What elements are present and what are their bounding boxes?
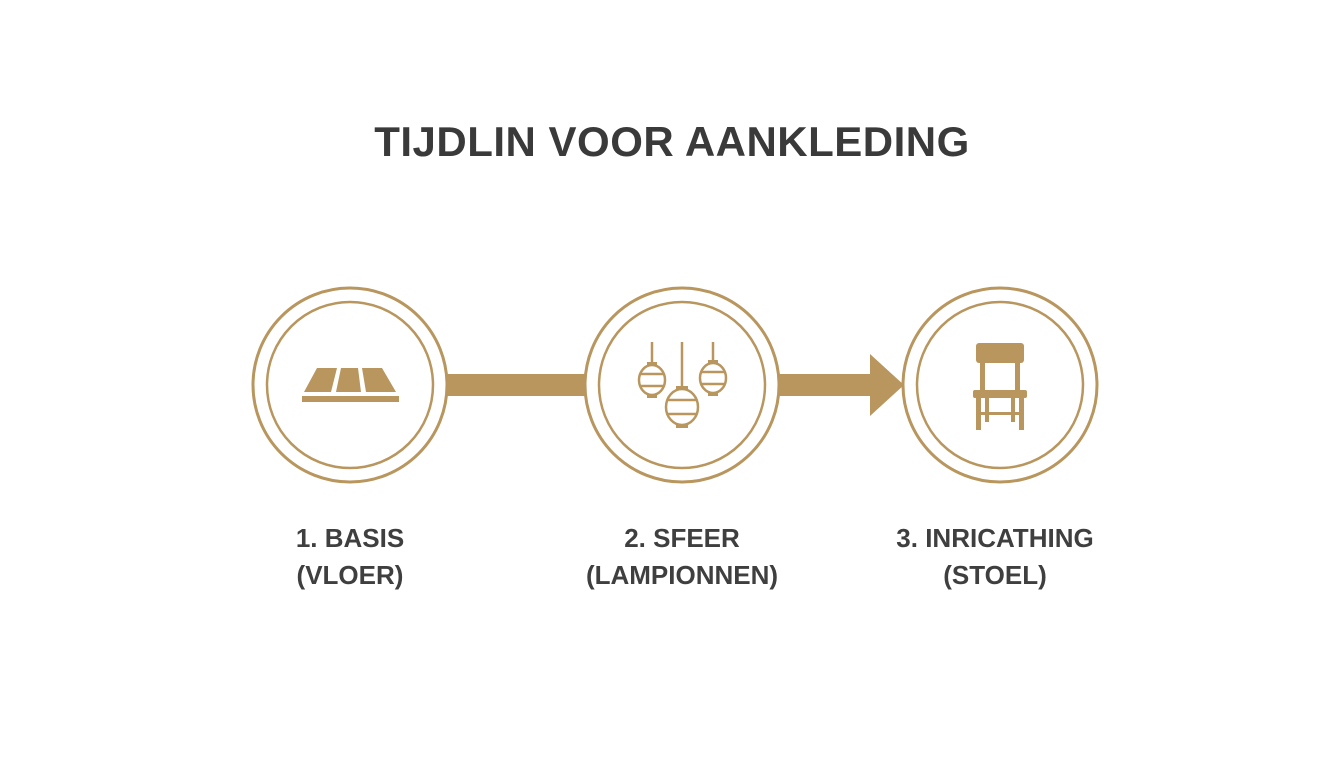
step-3-subtitle: (STOEL) — [943, 560, 1047, 590]
step-2-subtitle: (LAMPIONNEN) — [585, 560, 779, 590]
connector-bar-1 — [446, 374, 588, 396]
step-2-node — [583, 286, 781, 484]
step-2-title: 2. SFEER — [624, 523, 740, 553]
arrow-head-icon — [870, 354, 904, 416]
lanterns-icon — [637, 342, 728, 428]
step-1-subtitle: (VLOER) — [296, 560, 404, 590]
step-1-label: 1. BASIS (VLOER) — [200, 520, 500, 594]
chair-icon — [973, 343, 1027, 430]
step-3-title: 3. INRICATHING — [896, 523, 1094, 553]
step-3-label: 3. INRICATHING (STOEL) — [845, 520, 1145, 594]
floor-planks-icon — [302, 368, 399, 402]
step-1-title: 1. BASIS — [295, 523, 405, 553]
connector-bar-2 — [777, 374, 873, 396]
step-3-node — [901, 286, 1099, 484]
step-1-node — [251, 286, 449, 484]
page-title: TIJDLIN VOOR AANKLEDING — [374, 118, 970, 165]
step-2-label: 2. SFEER (LAMPIONNEN) — [532, 520, 832, 594]
